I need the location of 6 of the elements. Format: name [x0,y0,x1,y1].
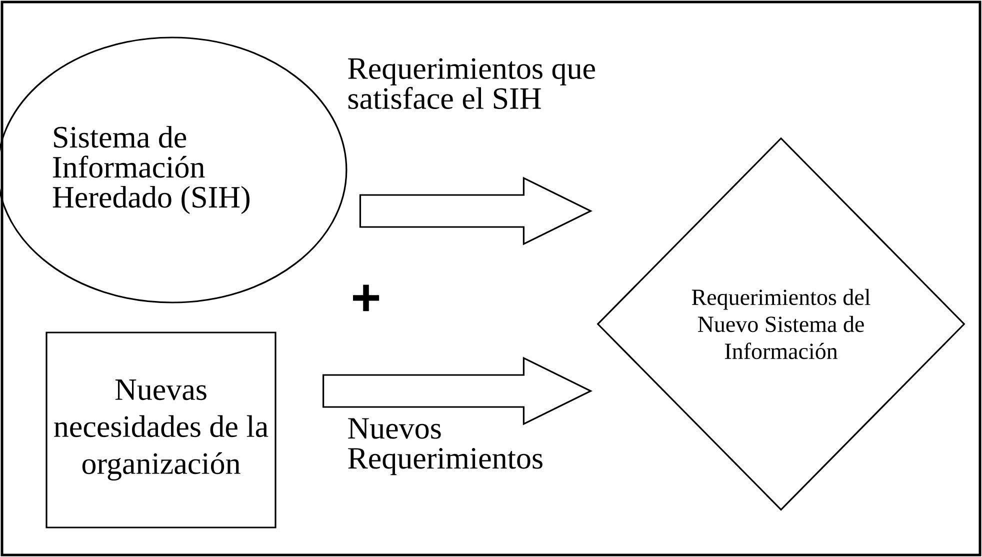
process-box: Nuevas necesidades de la organización [46,332,276,528]
block-arrow [359,176,593,246]
plus-sign: + [353,284,380,312]
block-arrow [322,356,593,426]
edge-label: Nuevos Requerimientos [348,418,542,476]
edge-label: Requerimientos que satisface el SIH [348,58,595,110]
